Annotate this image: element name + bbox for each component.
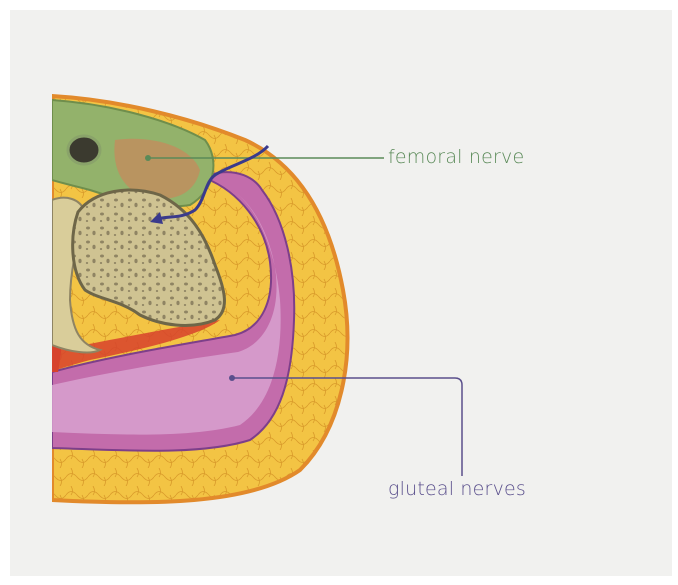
- femoral-leader-dot: [145, 155, 151, 161]
- femoral-vessel: [68, 136, 100, 164]
- femoral-nerve-label: femoral nerve: [388, 146, 524, 168]
- gluteal-nerves-label: gluteal nerves: [388, 478, 526, 500]
- gluteal-leader-dot: [229, 375, 235, 381]
